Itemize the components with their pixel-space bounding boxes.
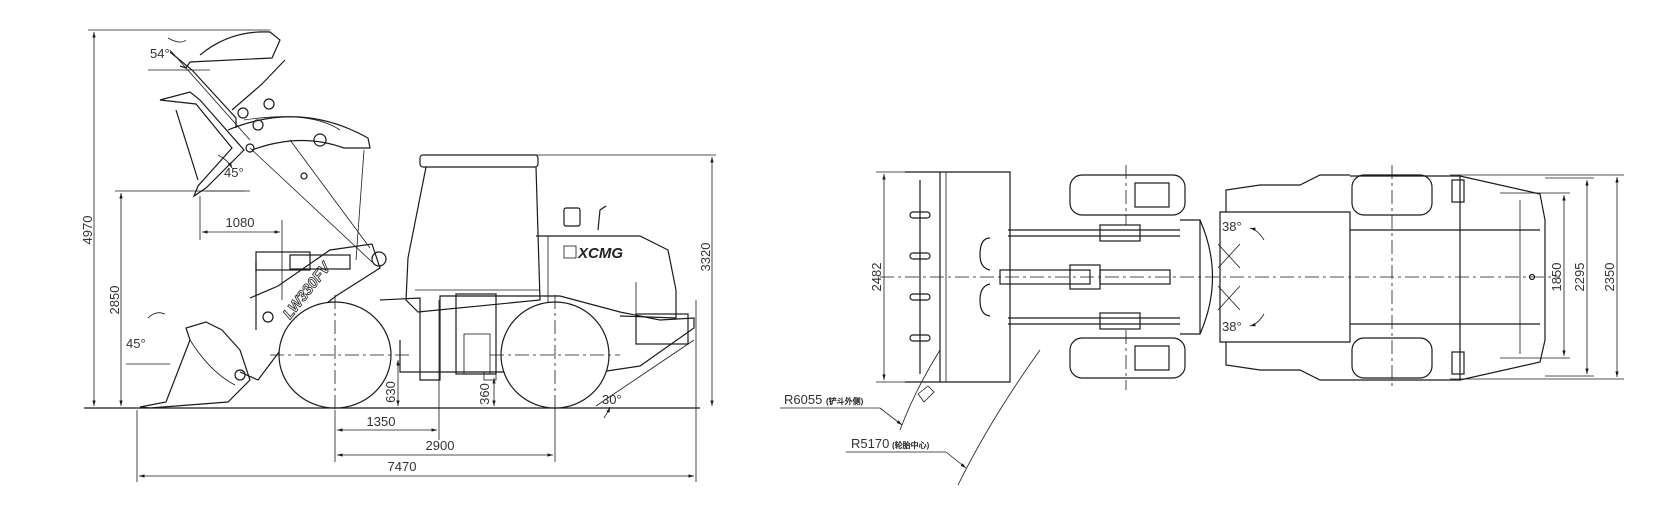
svg-text:2482: 2482 [869,263,884,292]
svg-text:R5170: R5170 [851,436,889,451]
engine-hood: XCMG [536,205,677,319]
svg-text:360: 360 [477,383,492,405]
svg-text:630: 630 [383,381,398,403]
front-wheel [270,295,410,412]
svg-text:(轮胎中心): (轮胎中心) [892,440,930,450]
svg-text:1080: 1080 [226,215,255,230]
svg-text:2900: 2900 [426,438,455,453]
raised-bucket [159,31,286,198]
dim-width-over-tires: 2295 [1545,177,1594,377]
dim-dump-reach: 1080 [199,196,283,300]
turning-radius-tire: R5170 (轮胎中心) [846,349,1041,486]
steer-angle-right: 38° [1222,319,1242,334]
dim-wheelbase: 2900 [337,360,556,462]
dim-overall-width: 2350 [1450,174,1624,380]
svg-text:4970: 4970 [80,216,95,245]
top-rear-frame [1219,174,1546,381]
xcmg-logo: XCMG [577,245,623,262]
dim-axle-height: 630 [383,360,400,406]
top-rear-tire-left [1351,165,1433,390]
dim-overall-height: 4970 [80,29,270,406]
cab [405,154,541,313]
dim-cab-height: 3320 [520,154,716,406]
svg-text:1850: 1850 [1549,263,1564,292]
top-view: 2482 [780,165,1624,486]
top-bucket [905,171,1011,383]
steering-angles: 38° 38° [1217,219,1265,334]
angle-ground-rollback: 45° [126,336,146,351]
dim-axle-to-hitch: 1350 [334,300,440,462]
angle-dump: 45° [224,165,244,180]
xcmg-logo-emblem [563,245,577,259]
side-view: 4970 2850 3320 1080 1350 [80,29,716,482]
raised-lift-arm [227,98,373,263]
angle-departure: 30° [602,392,622,407]
svg-text:2850: 2850 [107,286,122,315]
svg-text:2295: 2295 [1572,263,1587,292]
angle-54: 54° [150,46,170,61]
top-front-tire-right [1069,330,1186,390]
svg-text:R6055: R6055 [784,392,822,407]
rear-wheel [490,295,620,412]
svg-text:3320: 3320 [698,243,713,272]
svg-text:7470: 7470 [388,459,417,474]
top-front-tire-left [1069,165,1186,225]
dim-tread: 1850 [1500,192,1570,359]
ground-bucket [139,321,251,409]
top-front-frame [999,219,1213,335]
dim-bucket-width: 2482 [869,171,906,383]
dim-overall-length: 7470 [136,300,697,482]
svg-text:2350: 2350 [1602,263,1617,292]
dim-ground-clearance: 360 [477,378,496,406]
top-rear-tire-right [1351,337,1433,379]
svg-text:(铲斗外侧): (铲斗外侧) [826,396,864,406]
turning-radius-bucket: R6055 (铲斗外侧) [780,349,941,431]
svg-text:1350: 1350 [367,414,396,429]
steer-angle-left: 38° [1222,219,1242,234]
